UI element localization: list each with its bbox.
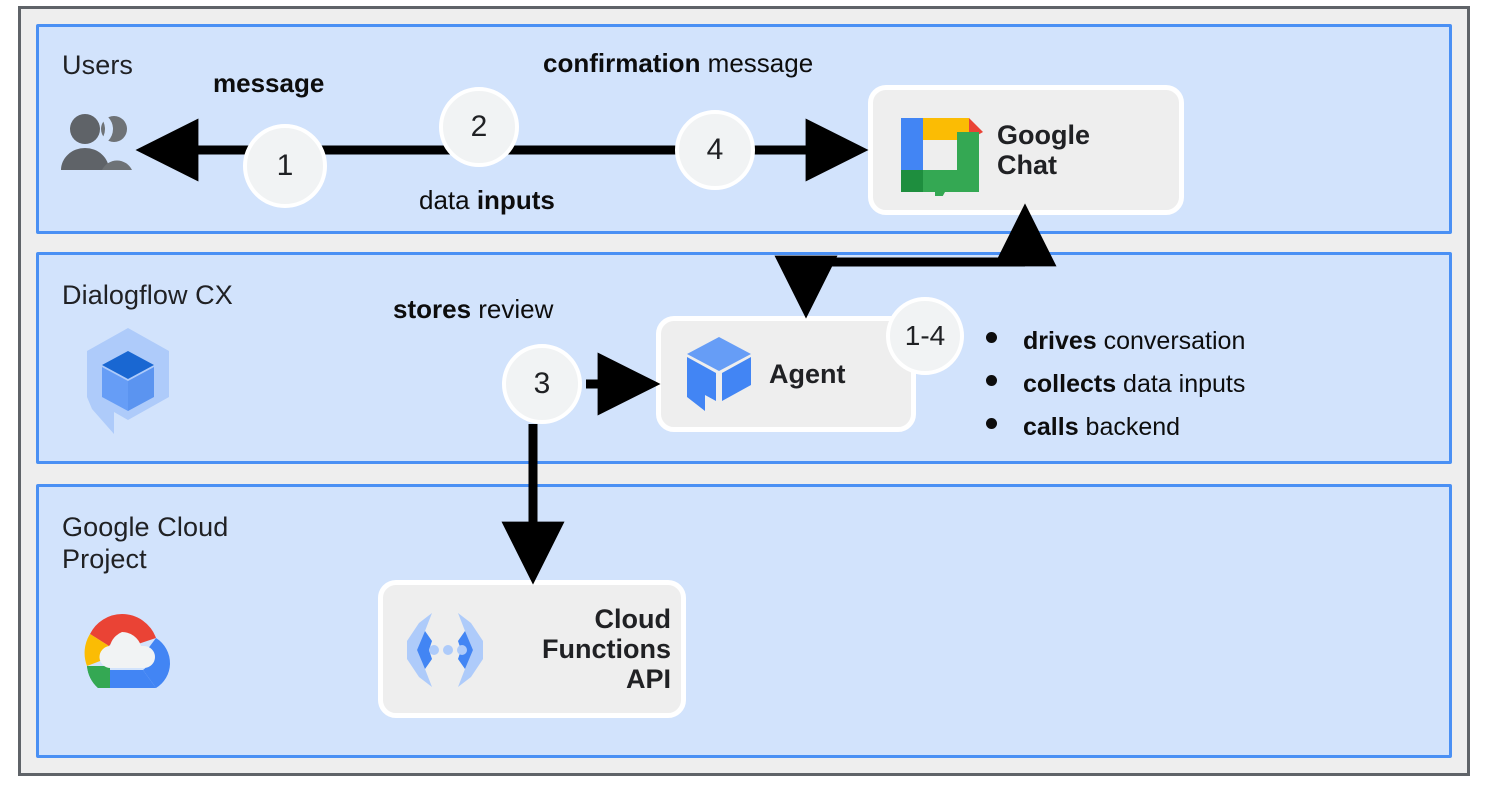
node-agent-label: Agent xyxy=(769,358,846,389)
list-item: calls backend xyxy=(986,413,1386,442)
users-icon xyxy=(58,112,136,174)
annotation-data-inputs: data inputs xyxy=(419,185,555,216)
annotation-stores-bold: stores xyxy=(393,294,472,324)
annotation-confirmation-bold: confirmation xyxy=(543,48,701,78)
annotation-confirmation-message: confirmation message xyxy=(543,48,813,79)
band-dialogflow-title: Dialogflow CX xyxy=(62,280,233,310)
bullet-dot-icon xyxy=(986,418,997,429)
capability-plain: conversation xyxy=(1096,327,1246,355)
capability-bold: collects xyxy=(1023,370,1117,398)
google-cloud-icon xyxy=(64,608,180,694)
dialogflow-agent-icon xyxy=(683,333,755,415)
annotation-stores-review: stores review xyxy=(393,294,553,325)
capability-plain: data inputs xyxy=(1116,370,1246,398)
band-google-cloud-title: Google Cloud Project xyxy=(62,512,229,574)
node-google-chat-label: Google Chat xyxy=(997,119,1090,180)
list-item: drives conversation xyxy=(986,327,1386,356)
capability-plain: backend xyxy=(1078,413,1181,441)
bullet-dot-icon xyxy=(986,332,997,343)
annotation-inputs-bold: inputs xyxy=(476,185,555,215)
step-circle-2: 2 xyxy=(439,87,519,167)
annotation-message-bold: message xyxy=(213,68,325,98)
step-circle-3: 3 xyxy=(502,344,582,424)
annotation-data-plain: data xyxy=(419,185,477,215)
capability-bold: drives xyxy=(1023,327,1097,355)
node-google-chat[interactable]: Google Chat xyxy=(868,85,1184,215)
annotation-review-plain: review xyxy=(471,294,554,324)
step-circle-range: 1-4 xyxy=(886,297,964,375)
node-cloud-functions-label: Cloud Functions API xyxy=(542,603,671,695)
annotation-message: message xyxy=(213,68,324,99)
capability-bold: calls xyxy=(1023,413,1079,441)
step-circle-4: 4 xyxy=(675,110,755,190)
annotation-confirmation-plain: message xyxy=(700,48,814,78)
bullet-dot-icon xyxy=(986,375,997,386)
agent-capability-list: drives conversation collects data inputs… xyxy=(986,327,1386,456)
node-agent[interactable]: Agent xyxy=(656,316,916,432)
step-circle-1: 1 xyxy=(243,124,327,208)
cloud-functions-icon xyxy=(399,603,491,695)
band-google-cloud xyxy=(36,484,1452,758)
list-item: collects data inputs xyxy=(986,370,1386,399)
node-cloud-functions[interactable]: Cloud Functions API xyxy=(378,580,686,718)
band-users-title: Users xyxy=(62,50,134,80)
dialogflow-cx-icon xyxy=(80,325,176,437)
google-chat-icon xyxy=(891,104,983,196)
